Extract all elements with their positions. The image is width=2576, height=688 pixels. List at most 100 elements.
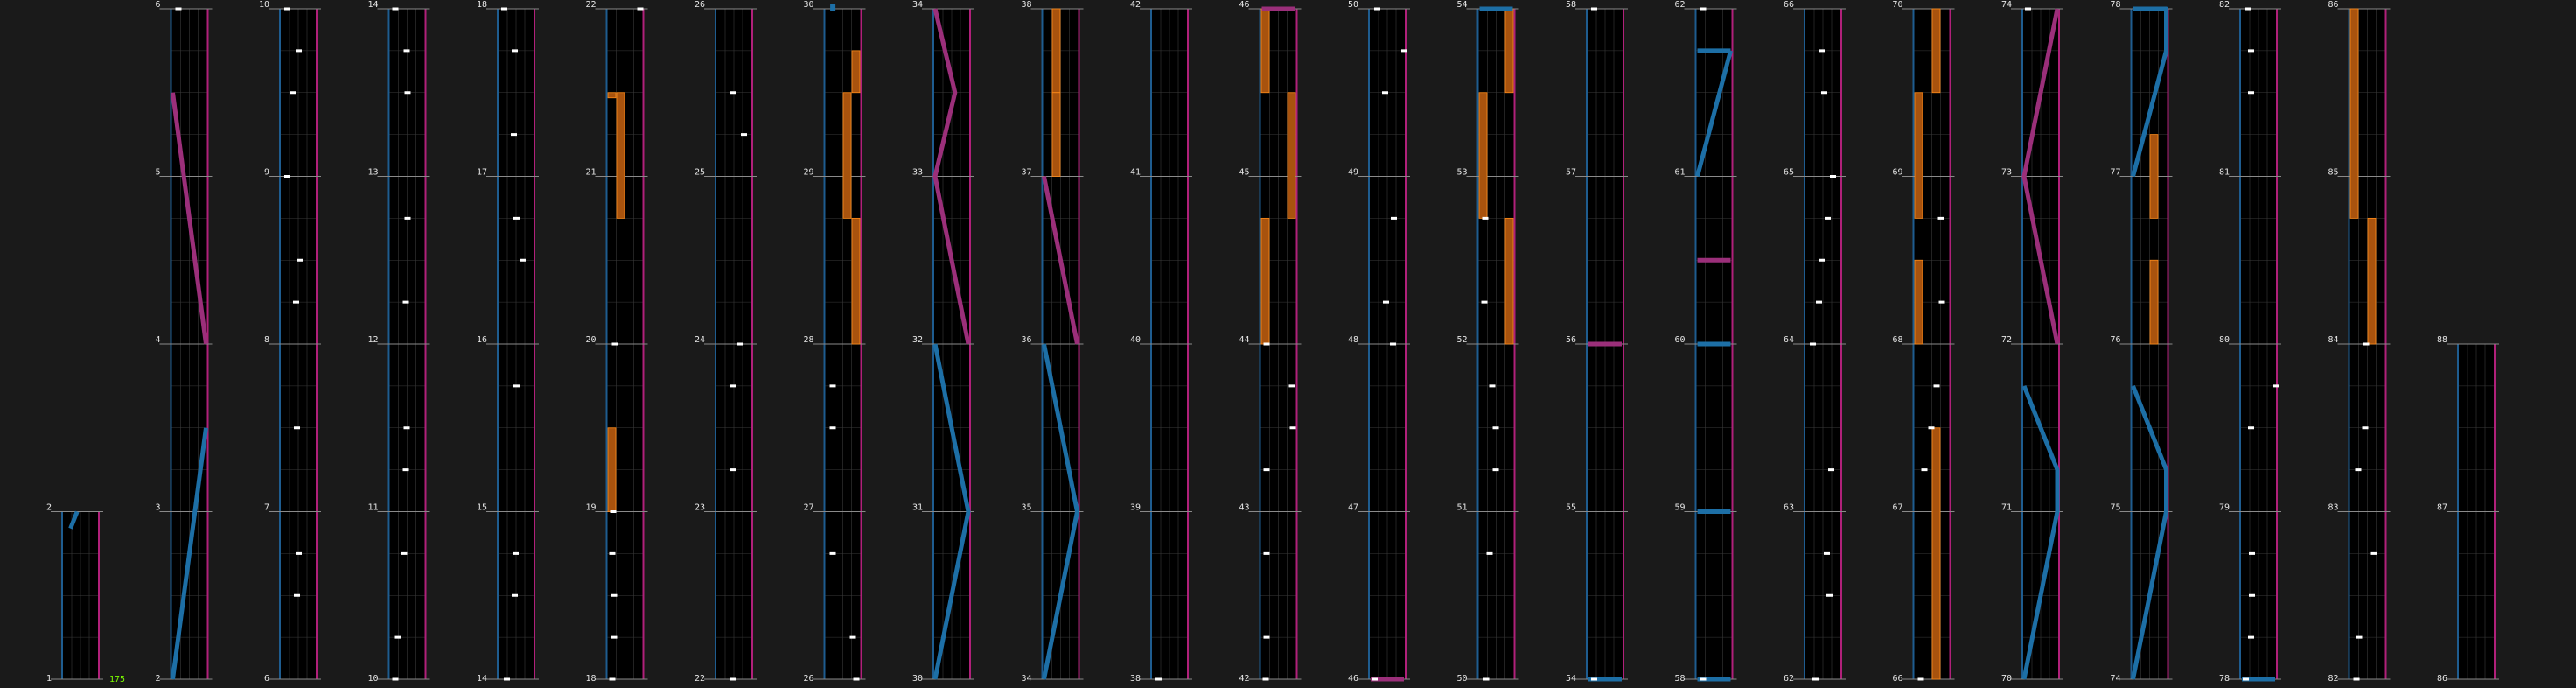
- measure-label-56: 56: [1566, 335, 1576, 345]
- tap-note: [730, 677, 736, 681]
- measure-label-20: 20: [585, 335, 596, 345]
- laser-left: [1042, 343, 1079, 680]
- tap-note: [1937, 216, 1944, 220]
- measure-label-70: 70: [1892, 0, 1902, 10]
- tap-note: [609, 677, 616, 681]
- measure-label-39: 39: [1130, 503, 1141, 513]
- tap-note: [1482, 216, 1489, 220]
- hold-note: [607, 92, 617, 99]
- measure-label-6: 6: [264, 674, 269, 684]
- measure-label-54: 54: [1566, 674, 1576, 684]
- tap-note: [1921, 468, 1928, 472]
- tap-note: [1810, 342, 1816, 346]
- hold-note: [2149, 134, 2159, 219]
- tap-note: [297, 258, 303, 262]
- hold-note: [1478, 92, 1488, 219]
- measure-label-45: 45: [1239, 168, 1249, 178]
- tap-note: [730, 468, 736, 472]
- tap-note: [1401, 49, 1407, 53]
- tap-note: [1819, 49, 1825, 53]
- laser-left: [171, 427, 208, 680]
- measure-label-76: 76: [2110, 335, 2120, 345]
- measure-label-5: 5: [155, 168, 160, 178]
- tap-note: [1830, 175, 1836, 178]
- measure-label-78: 78: [2110, 0, 2120, 10]
- tap-note: [609, 551, 616, 555]
- hold-note: [1287, 92, 1296, 219]
- measure-label-4: 4: [155, 335, 160, 345]
- tap-note: [1374, 7, 1380, 11]
- tap-note: [829, 551, 836, 555]
- measure-label-19: 19: [585, 503, 596, 513]
- measure-label-14: 14: [367, 0, 378, 10]
- laser-left: [830, 4, 836, 11]
- measure-label-42: 42: [1130, 0, 1141, 10]
- tap-note: [513, 216, 520, 220]
- tap-note: [1812, 677, 1819, 681]
- tap-note: [1591, 7, 1597, 11]
- measure-label-40: 40: [1130, 335, 1141, 345]
- tap-note: [1933, 384, 1940, 388]
- measure-label-35: 35: [1021, 503, 1031, 513]
- tap-note: [1481, 300, 1488, 304]
- measure-label-62: 62: [1784, 674, 1794, 684]
- tap-note: [284, 7, 290, 11]
- hold-note: [1260, 8, 1270, 94]
- tap-note: [849, 635, 856, 639]
- tap-note: [2370, 551, 2377, 555]
- tap-note: [2248, 426, 2254, 430]
- hold-note: [1914, 259, 1923, 345]
- measure-label-49: 49: [1348, 168, 1358, 178]
- measure-label-25: 25: [695, 168, 705, 178]
- measure-label-63: 63: [1784, 503, 1794, 513]
- measure-label-66: 66: [1892, 674, 1902, 684]
- measure-label-16: 16: [477, 335, 487, 345]
- measure-label-82: 82: [2328, 674, 2338, 684]
- measure-label-75: 75: [2110, 503, 2120, 513]
- tap-note: [1825, 216, 1831, 220]
- measure-label-50: 50: [1348, 0, 1358, 10]
- measure-label-11: 11: [367, 503, 378, 513]
- tap-note: [2355, 468, 2362, 472]
- measure-label-30: 30: [912, 674, 923, 684]
- tap-note: [1826, 593, 1833, 597]
- hold-note: [2367, 217, 2377, 345]
- tap-note: [1816, 300, 1822, 304]
- measure-label-2: 2: [155, 674, 160, 684]
- measure-label-73: 73: [2001, 168, 2012, 178]
- tap-note: [513, 384, 520, 388]
- measure-label-3: 3: [155, 503, 160, 513]
- measure-label-8: 8: [264, 335, 269, 345]
- measure-label-30: 30: [803, 0, 813, 10]
- measure-label-78: 78: [2219, 674, 2230, 684]
- tap-note: [2362, 426, 2369, 430]
- tap-note: [829, 384, 836, 388]
- measure-label-68: 68: [1892, 335, 1902, 345]
- measure-label-59: 59: [1674, 503, 1685, 513]
- measure-label-23: 23: [695, 503, 705, 513]
- tap-note: [2245, 7, 2251, 11]
- tap-note: [402, 300, 409, 304]
- tap-note: [512, 593, 518, 597]
- tap-note: [504, 677, 510, 681]
- tap-note: [1155, 677, 1162, 681]
- tap-note: [294, 426, 300, 430]
- tap-note: [404, 216, 411, 220]
- measure-label-65: 65: [1784, 168, 1794, 178]
- tap-note: [293, 300, 299, 304]
- measure-label-64: 64: [1784, 335, 1794, 345]
- tap-note: [1288, 384, 1295, 388]
- measure-label-55: 55: [1566, 503, 1576, 513]
- tap-note: [611, 635, 618, 639]
- tap-note: [403, 426, 410, 430]
- measure-label-48: 48: [1348, 335, 1358, 345]
